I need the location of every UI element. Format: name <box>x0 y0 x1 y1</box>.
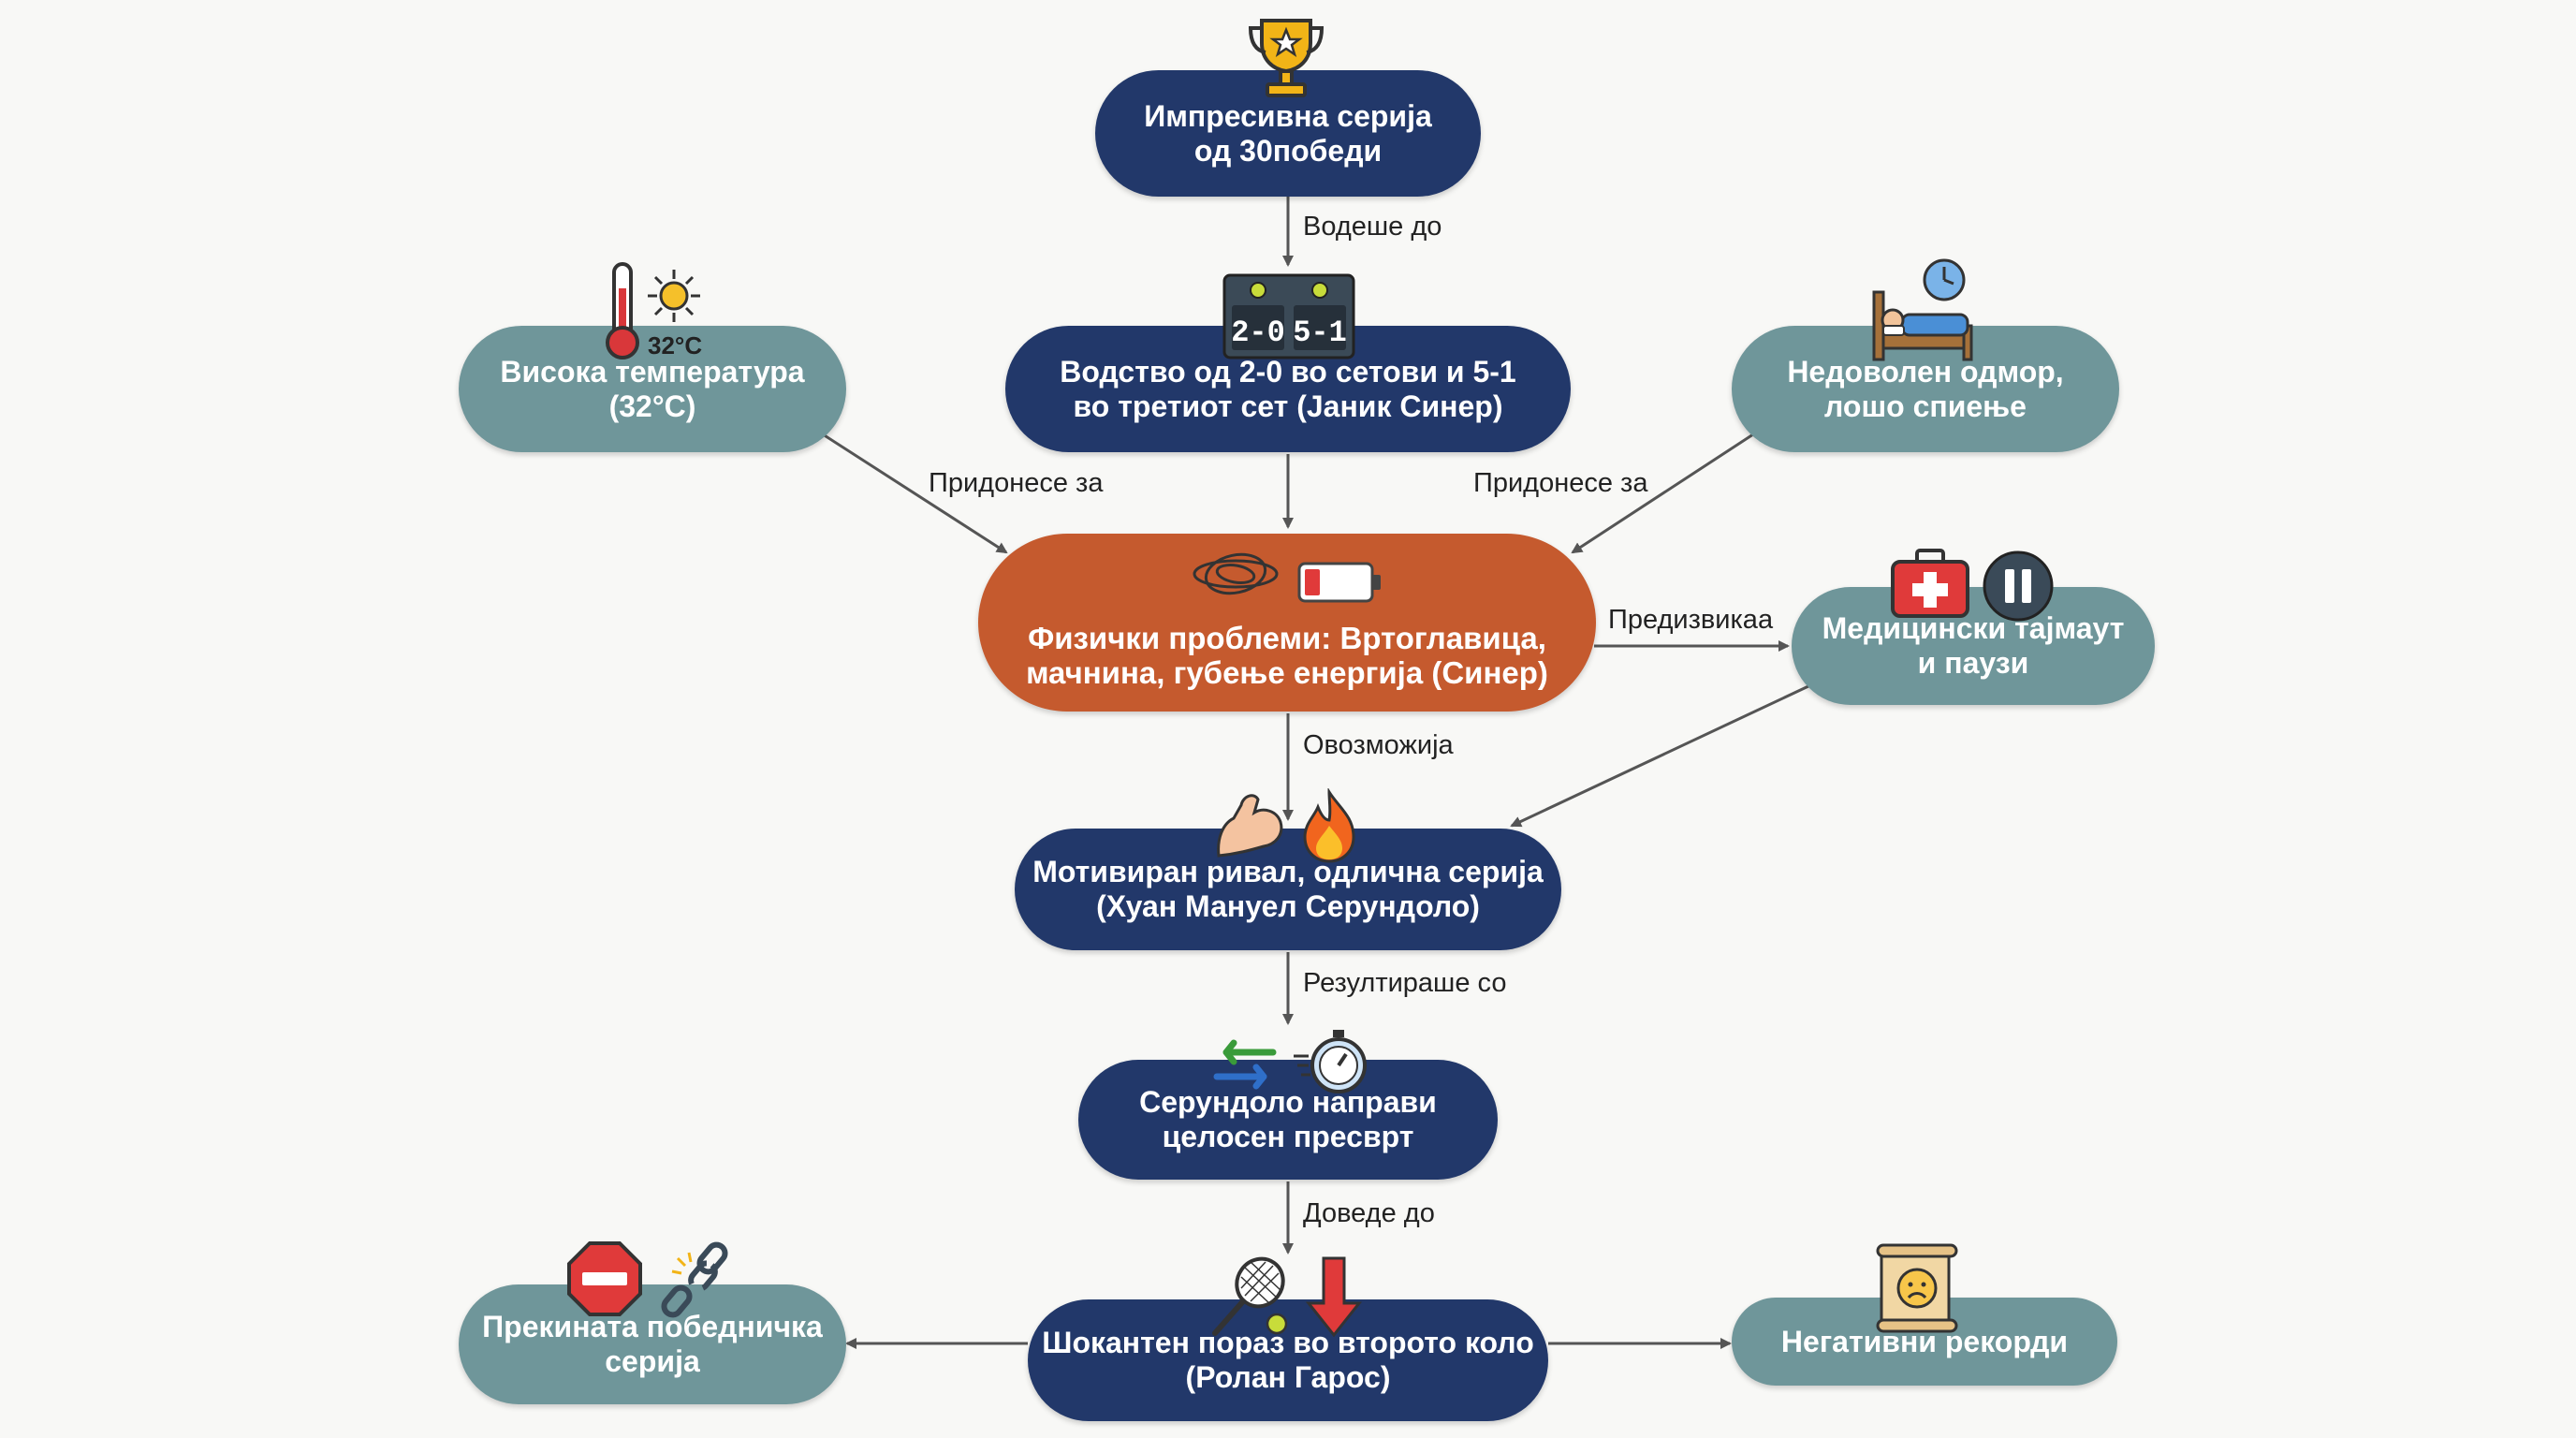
tennis-racket-icon <box>1212 1256 1288 1336</box>
node-broken-streak: Прекината победничка серија <box>459 1284 846 1404</box>
node-motivated-rival-line2: (Хуан Мануел Серундоло) <box>1096 889 1480 923</box>
edge-label-contributed-left: Придонесе за <box>929 468 1104 498</box>
node-medical-timeout: Медицински тајмаут и паузи <box>1792 587 2155 705</box>
node-shocking-defeat-line2: (Ролан Гарос) <box>1185 1360 1391 1394</box>
dizzy-icon <box>1193 552 1279 595</box>
node-physical-problems-line1: Физички проблеми: Вртоглавица, <box>1028 621 1546 655</box>
bed-icon <box>1872 290 1973 361</box>
node-motivated-rival-line1: Мотивиран ривал, одлична серија <box>1032 855 1544 888</box>
node-turnaround: Серундоло направи целосен пресврт <box>1078 1060 1498 1180</box>
edge-label-caused: Предизвикаа <box>1608 605 1774 635</box>
flexed-arm-icon <box>1217 794 1283 858</box>
node-turnaround-line2: целосен пресврт <box>1162 1120 1414 1153</box>
fire-icon <box>1303 788 1355 863</box>
node-high-temperature-line1: Висока температура <box>500 354 805 389</box>
clock-icon <box>1923 258 1966 301</box>
trophy-icon <box>1248 19 1325 97</box>
edge-label-brought: Доведе до <box>1303 1198 1435 1228</box>
node-lead-line2: во третиот сет (Јаник Синер) <box>1073 389 1503 423</box>
edge-label-contributed-right: Придонесе за <box>1473 468 1648 498</box>
node-winning-streak-line1: Импресивна серија <box>1144 98 1432 133</box>
edge-label-enabled: Овозможија <box>1303 730 1454 760</box>
sun-icon <box>648 270 700 322</box>
node-physical-problems: Физички проблеми: Вртоглавица, мачнина, … <box>978 534 1596 712</box>
first-aid-icon <box>1891 549 1969 618</box>
node-physical-problems-line2: мачнина, губење енергија (Синер) <box>1026 655 1548 690</box>
node-lead-line1: Водство од 2-0 во сетови и 5-1 <box>1060 354 1516 389</box>
node-medical-timeout-line2: и паузи <box>1917 646 2029 680</box>
broken-chain-icon <box>661 1241 728 1318</box>
node-shocking-defeat-line1: Шокантен пораз во второто коло <box>1042 1326 1534 1359</box>
node-shocking-defeat: Шокантен пораз во второто коло (Ролан Га… <box>1028 1299 1548 1421</box>
node-motivated-rival: Мотивиран ривал, одлична серија (Хуан Ма… <box>1015 829 1561 950</box>
node-broken-streak-line2: серија <box>605 1344 700 1378</box>
pause-icon <box>1983 550 2054 622</box>
edge-heat-to-physical <box>819 431 1008 554</box>
thermometer-icon <box>606 262 639 360</box>
down-arrow-icon <box>1305 1256 1363 1338</box>
node-high-temperature: Висока температура (32°C) <box>459 326 846 452</box>
node-insufficient-rest-line1: Недоволен одмор, <box>1787 354 2064 389</box>
edge-rest-to-physical <box>1571 431 1757 554</box>
scoreboard-sets-text: 2-0 <box>1231 315 1285 350</box>
stopwatch-icon <box>1294 1030 1367 1093</box>
scroll-sad-icon <box>1876 1243 1958 1333</box>
node-high-temperature-line2: (32°C) <box>608 389 696 423</box>
temperature-readout: 32°C <box>648 331 703 360</box>
node-broken-streak-line1: Прекината победничка <box>482 1310 823 1343</box>
node-insufficient-rest-line2: лошо спиење <box>1824 389 2027 423</box>
low-battery-icon <box>1297 562 1381 603</box>
edge-label-led-to: Водеше до <box>1303 212 1442 242</box>
swap-arrows-icon <box>1213 1039 1277 1090</box>
edge-label-resulted: Резултираше со <box>1303 968 1507 998</box>
edge-medical-to-rival <box>1510 684 1809 828</box>
scoreboard-games-text: 5-1 <box>1293 315 1347 350</box>
node-turnaround-line1: Серундоло направи <box>1139 1085 1437 1119</box>
node-winning-streak-line2: од 30победи <box>1193 133 1383 168</box>
node-medical-timeout-line1: Медицински тајмаут <box>1822 611 2125 645</box>
stop-sign-icon <box>567 1241 642 1316</box>
scoreboard-icon: 2-0 5-1 <box>1222 273 1355 360</box>
